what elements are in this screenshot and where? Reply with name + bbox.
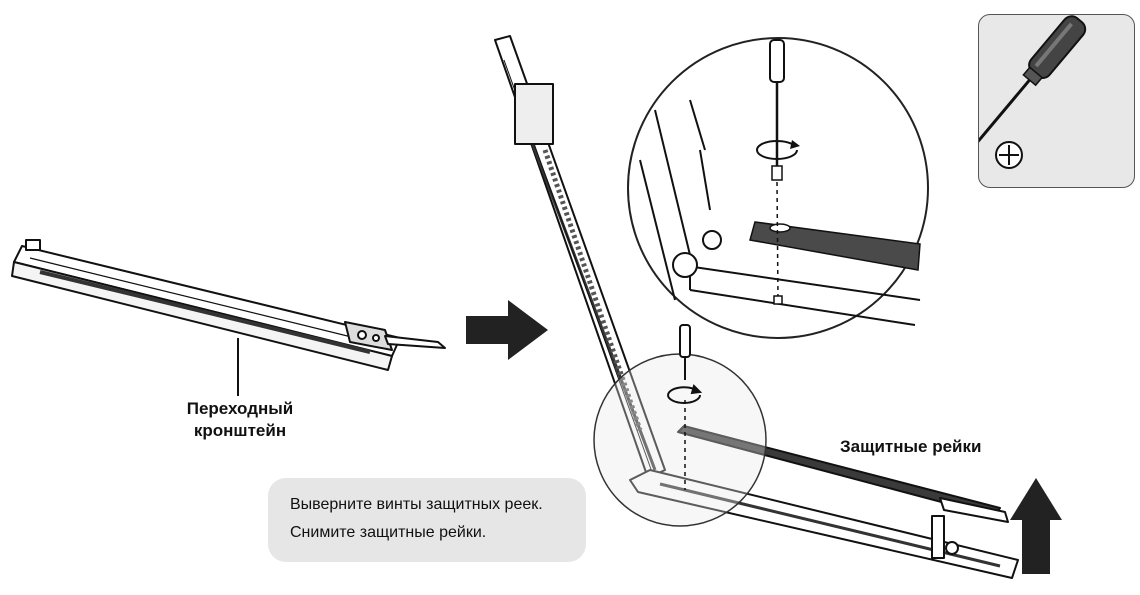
adapter-bracket xyxy=(11,239,446,371)
instruction-line-1: Выверните винты защитных реек. xyxy=(290,496,543,513)
small-screwdriver-icon xyxy=(667,324,703,490)
instruction-line-2: Снимите защитные рейки. xyxy=(290,524,487,541)
protective-rails-label: Защитные рейки xyxy=(840,437,982,456)
folded-rail-assembly xyxy=(494,35,1019,579)
adapter-bracket-label-line1: Переходный xyxy=(186,399,294,418)
zoom-detail-view xyxy=(627,37,929,339)
adapter-bracket-label-line2: кронштейн xyxy=(193,421,287,440)
adapter-bracket-label: Переходный кронштейн xyxy=(165,398,315,442)
lift-up-arrow xyxy=(1010,478,1062,574)
screw-detail-circle xyxy=(593,353,767,527)
next-step-arrow xyxy=(466,300,548,360)
phillips-screwdriver-icon xyxy=(960,15,1087,169)
instruction-callout: Выверните винты защитных реек. Снимите з… xyxy=(268,478,586,562)
required-tool-panel xyxy=(960,14,1135,188)
